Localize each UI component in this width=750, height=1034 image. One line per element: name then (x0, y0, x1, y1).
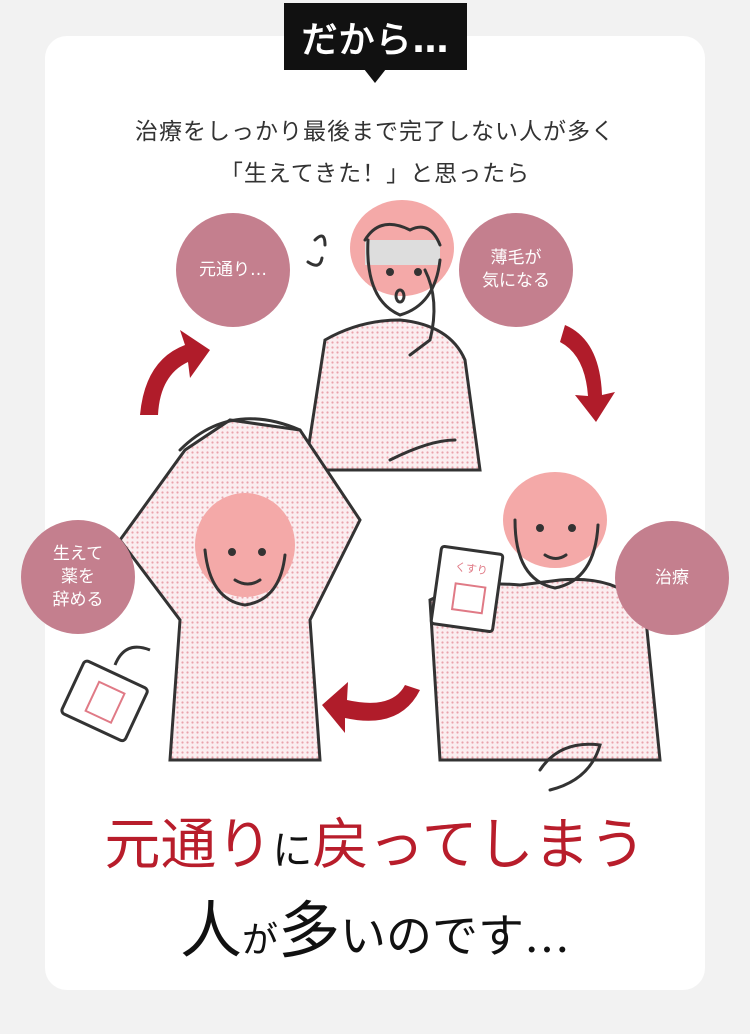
dropped-medicine-packet (60, 645, 151, 743)
headline-text: 多 (278, 894, 341, 967)
worried-person (303, 200, 482, 472)
cycle-arrows (140, 325, 615, 733)
arrow-left-icon (322, 682, 420, 733)
medicine-box-label: くすり (454, 560, 488, 577)
medicine-person (428, 472, 662, 792)
headline-text: いのです… (340, 909, 571, 963)
intro-line-1: 治療をしっかり最後まで完了しない人が多く (135, 119, 615, 145)
headline-red-text: 元通り (104, 813, 273, 878)
cycle-step-worried-thinning: 薄毛が 気になる (459, 213, 573, 327)
cycle-step-back-to-normal: 元通り… (176, 213, 290, 327)
cycle-step-quit-medicine: 生えて 薬を 辞める (21, 520, 135, 634)
headline-text: 人 (179, 894, 242, 967)
headline-text: が (241, 920, 278, 961)
headline-line-1: 元通りに戻ってしまう (0, 800, 750, 881)
tag-pointer (364, 69, 386, 83)
heading-tag: だから… (284, 3, 467, 70)
arrow-down-right-icon (560, 325, 615, 422)
cycle-step-treatment: 治療 (615, 521, 729, 635)
arms-up-person (118, 417, 362, 762)
intro-line-2: 「生えてきた！」と思ったら (219, 161, 531, 187)
headline-red-text: 戻ってしまう (312, 813, 646, 878)
headline-line-2: 人が多いのです… (0, 880, 750, 970)
headline-black-text: に (272, 828, 313, 874)
arrow-up-left-icon (140, 330, 210, 415)
